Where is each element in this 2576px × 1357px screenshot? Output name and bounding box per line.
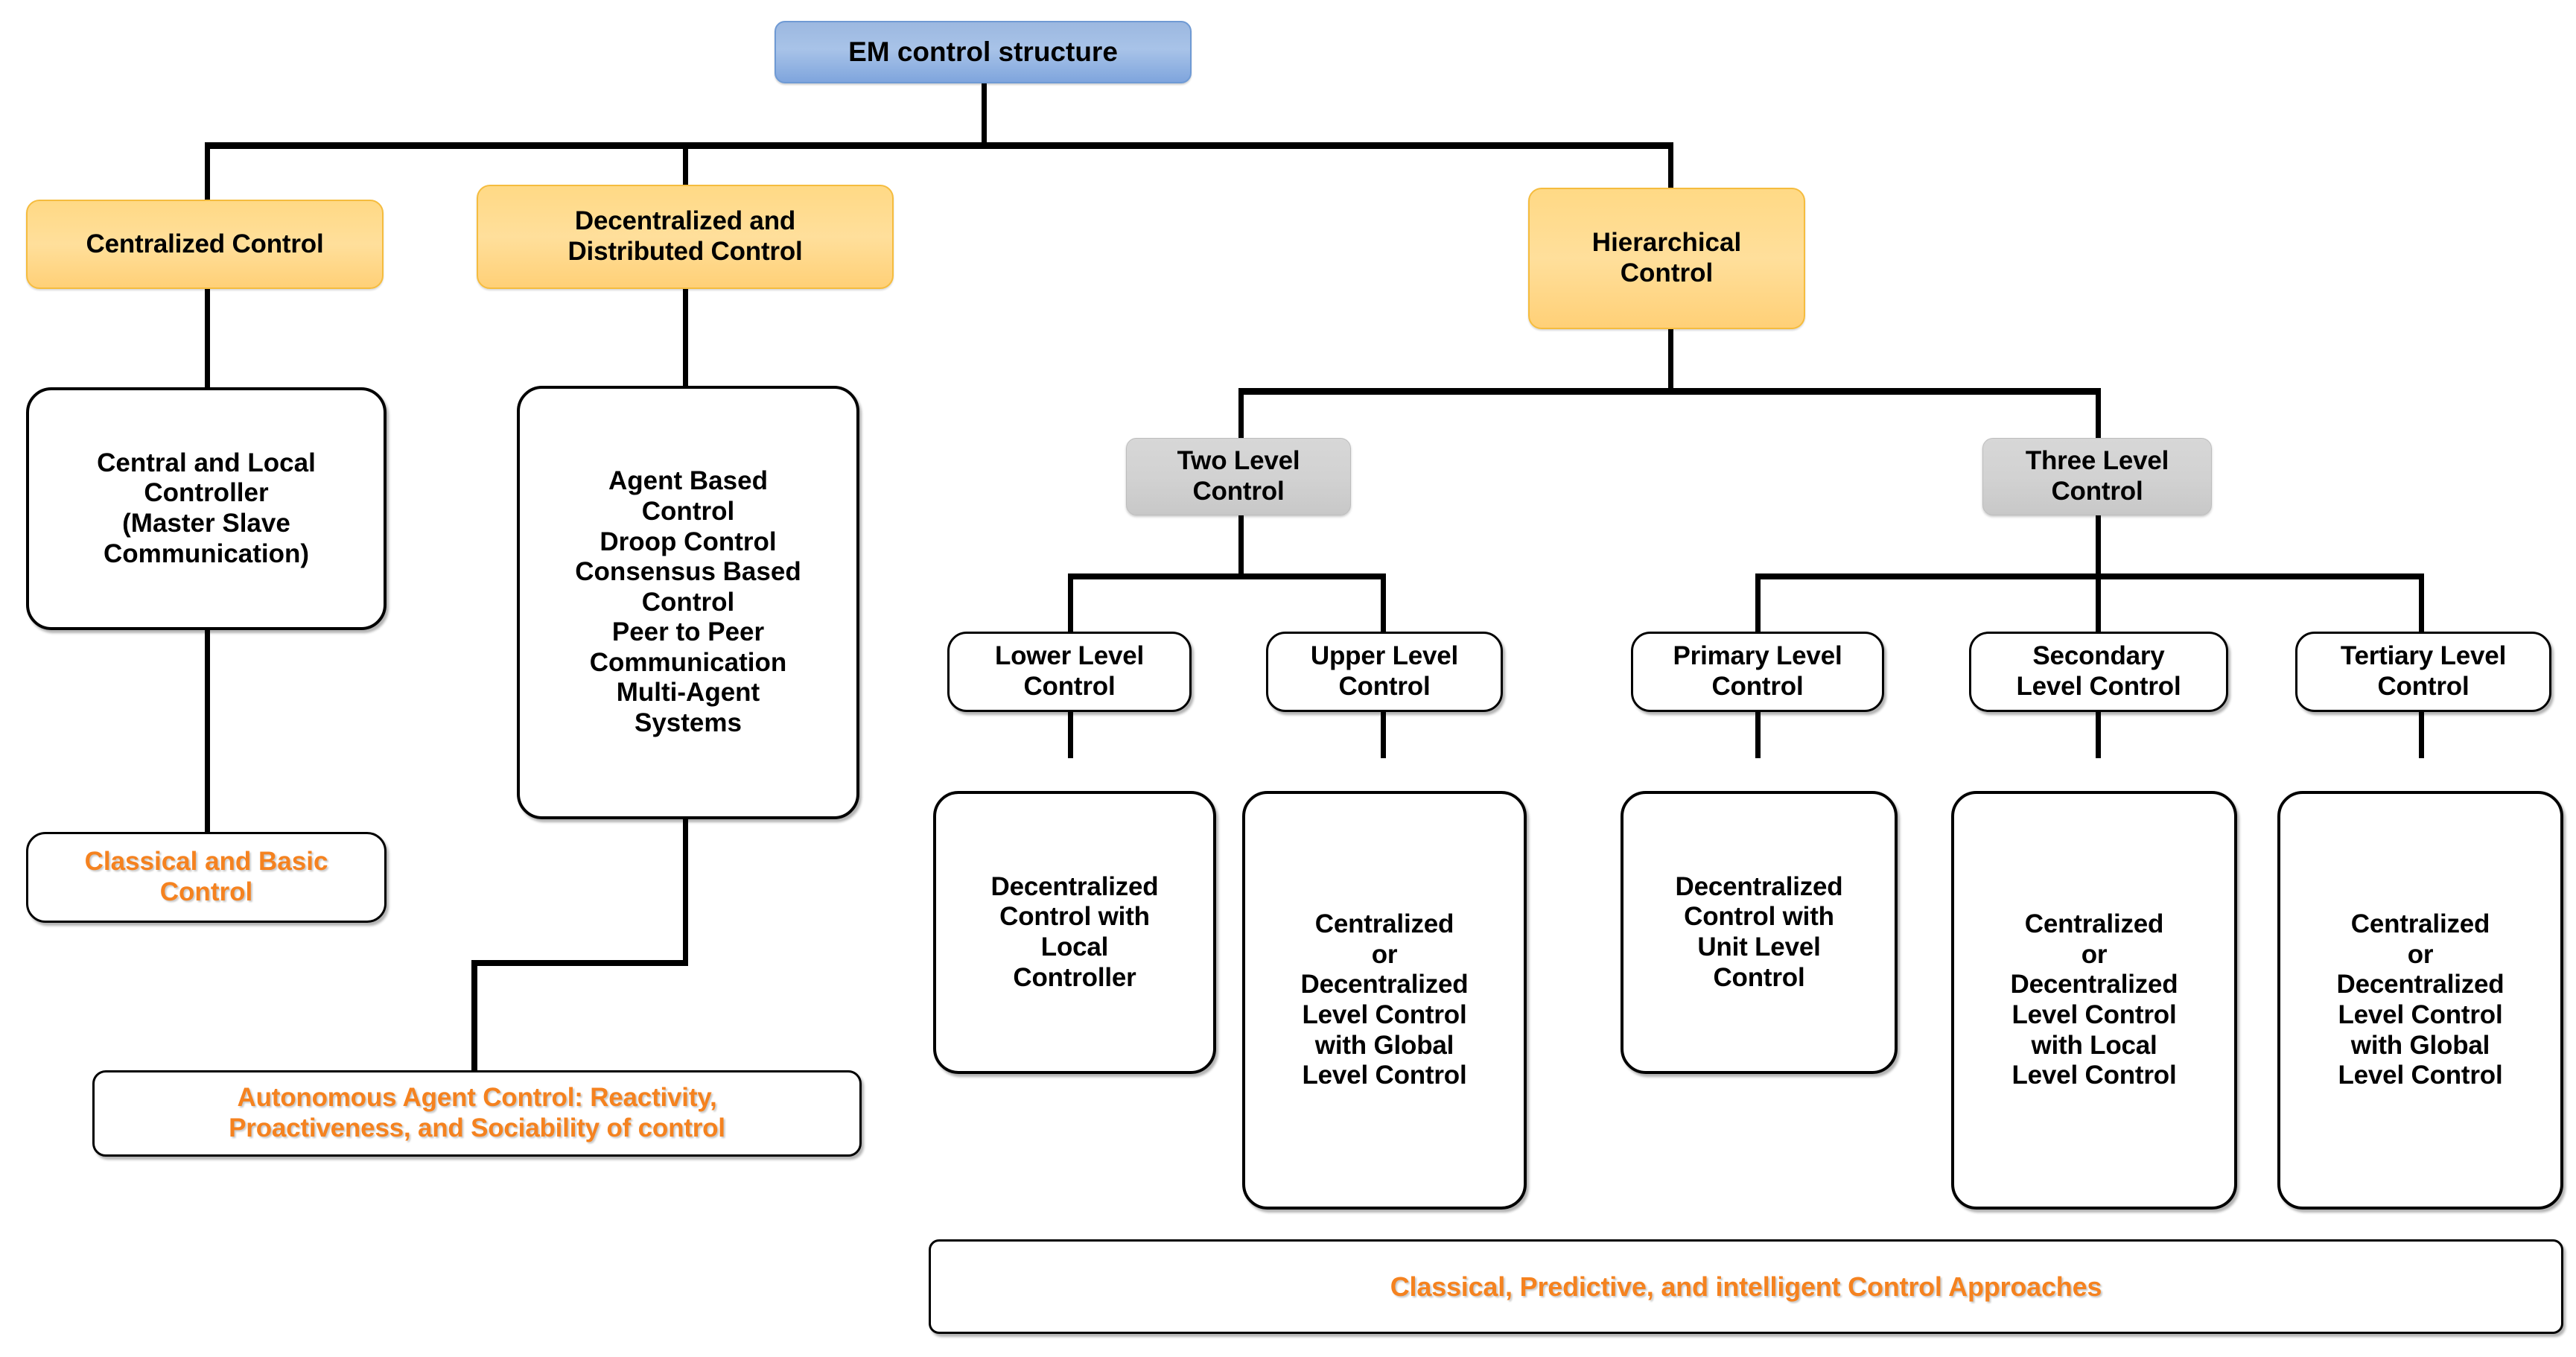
node-autonomous-agent-control[interactable]: Autonomous Agent Control: Reactivity, Pr… xyxy=(92,1070,862,1157)
connector-agentlist-to-autonomous xyxy=(471,960,477,1070)
connector-tertiary-to-detail xyxy=(2419,711,2424,758)
connector-to-upper-level xyxy=(1381,573,1386,632)
node-primary-level-control[interactable]: Primary Level Control xyxy=(1631,632,1884,712)
node-decentralized-distributed-control[interactable]: Decentralized and Distributed Control xyxy=(477,185,894,289)
node-secondary-level-control-label: Secondary Level Control xyxy=(2016,641,2181,701)
node-control-approaches-banner-label: Classical, Predictive, and intelligent C… xyxy=(1390,1271,2102,1302)
node-decentralized-distributed-control-label: Decentralized and Distributed Control xyxy=(567,206,803,266)
node-three-level-control[interactable]: Three Level Control xyxy=(1982,438,2212,515)
node-lower-level-detail[interactable]: Decentralized Control with Local Control… xyxy=(933,791,1216,1074)
node-classical-basic-control[interactable]: Classical and Basic Control xyxy=(26,832,387,923)
node-autonomous-agent-control-label: Autonomous Agent Control: Reactivity, Pr… xyxy=(229,1083,725,1143)
connector-level1-bus xyxy=(205,142,1673,149)
connector-two-level-stem xyxy=(1238,515,1244,578)
connector-decentralized-to-agentlist xyxy=(683,287,688,386)
connector-root-stem xyxy=(982,82,987,147)
connector-two-level-bus xyxy=(1068,573,1386,579)
node-lower-level-control[interactable]: Lower Level Control xyxy=(947,632,1192,712)
connector-three-level-bus xyxy=(1755,573,2424,579)
connector-secondary-to-detail xyxy=(2096,711,2101,758)
connector-primary-to-detail xyxy=(1755,711,1761,758)
node-central-local-controller[interactable]: Central and Local Controller (Master Sla… xyxy=(26,387,387,630)
node-hierarchical-control[interactable]: Hierarchical Control xyxy=(1528,188,1805,329)
node-three-level-control-label: Three Level Control xyxy=(2025,446,2169,506)
connector-to-centralized xyxy=(205,142,210,202)
node-tertiary-level-detail-label: Centralized or Decentralized Level Contr… xyxy=(2336,909,2505,1090)
node-lower-level-control-label: Lower Level Control xyxy=(994,641,1145,701)
connector-lower-to-detail xyxy=(1068,711,1073,758)
node-secondary-level-detail[interactable]: Centralized or Decentralized Level Contr… xyxy=(1951,791,2237,1210)
connector-level2-bus xyxy=(1238,388,2101,395)
node-root-label: EM control structure xyxy=(848,36,1118,67)
node-two-level-control[interactable]: Two Level Control xyxy=(1126,438,1351,515)
node-upper-level-control-label: Upper Level Control xyxy=(1310,641,1459,701)
connector-to-decentralized xyxy=(683,142,688,187)
node-primary-level-control-label: Primary Level Control xyxy=(1673,641,1842,701)
node-central-local-controller-label: Central and Local Controller (Master Sla… xyxy=(97,448,316,568)
node-agent-based-control-list[interactable]: Agent Based Control Droop Control Consen… xyxy=(517,386,859,819)
connector-to-secondary-level xyxy=(2096,573,2101,632)
node-upper-level-detail-label: Centralized or Decentralized Level Contr… xyxy=(1300,909,1469,1090)
connector-three-level-stem xyxy=(2096,515,2101,578)
connector-agentlist-left xyxy=(471,960,688,966)
node-tertiary-level-control[interactable]: Tertiary Level Control xyxy=(2295,632,2551,712)
connector-to-hierarchical xyxy=(1668,142,1673,189)
node-hierarchical-control-label: Hierarchical Control xyxy=(1591,228,1742,287)
connector-hierarchical-stem xyxy=(1668,328,1673,393)
node-primary-level-detail-label: Decentralized Control with Unit Level Co… xyxy=(1675,871,1843,992)
node-tertiary-level-control-label: Tertiary Level Control xyxy=(2340,641,2507,701)
node-two-level-control-label: Two Level Control xyxy=(1177,446,1300,506)
connector-to-three-level xyxy=(2096,388,2101,438)
connector-to-lower-level xyxy=(1068,573,1073,632)
node-agent-based-control-list-label: Agent Based Control Droop Control Consen… xyxy=(575,466,801,738)
node-secondary-level-detail-label: Centralized or Decentralized Level Contr… xyxy=(2010,909,2178,1090)
node-upper-level-detail[interactable]: Centralized or Decentralized Level Contr… xyxy=(1242,791,1527,1210)
node-control-approaches-banner[interactable]: Classical, Predictive, and intelligent C… xyxy=(929,1239,2563,1334)
node-centralized-control[interactable]: Centralized Control xyxy=(26,200,384,289)
node-centralized-control-label: Centralized Control xyxy=(86,229,324,258)
connector-to-primary-level xyxy=(1755,573,1761,632)
connector-agentlist-down xyxy=(683,818,688,965)
node-tertiary-level-detail[interactable]: Centralized or Decentralized Level Contr… xyxy=(2277,791,2563,1210)
connector-to-tertiary-level xyxy=(2419,573,2424,632)
node-classical-basic-control-label: Classical and Basic Control xyxy=(84,847,328,906)
node-upper-level-control[interactable]: Upper Level Control xyxy=(1266,632,1503,712)
node-lower-level-detail-label: Decentralized Control with Local Control… xyxy=(990,871,1159,992)
connector-upper-to-detail xyxy=(1381,711,1386,758)
node-root[interactable]: EM control structure xyxy=(775,21,1192,83)
connector-controller-to-classical xyxy=(205,629,210,832)
connector-centralized-to-controller xyxy=(205,287,210,389)
node-primary-level-detail[interactable]: Decentralized Control with Unit Level Co… xyxy=(1621,791,1898,1074)
connector-to-two-level xyxy=(1238,388,1244,438)
node-secondary-level-control[interactable]: Secondary Level Control xyxy=(1969,632,2228,712)
